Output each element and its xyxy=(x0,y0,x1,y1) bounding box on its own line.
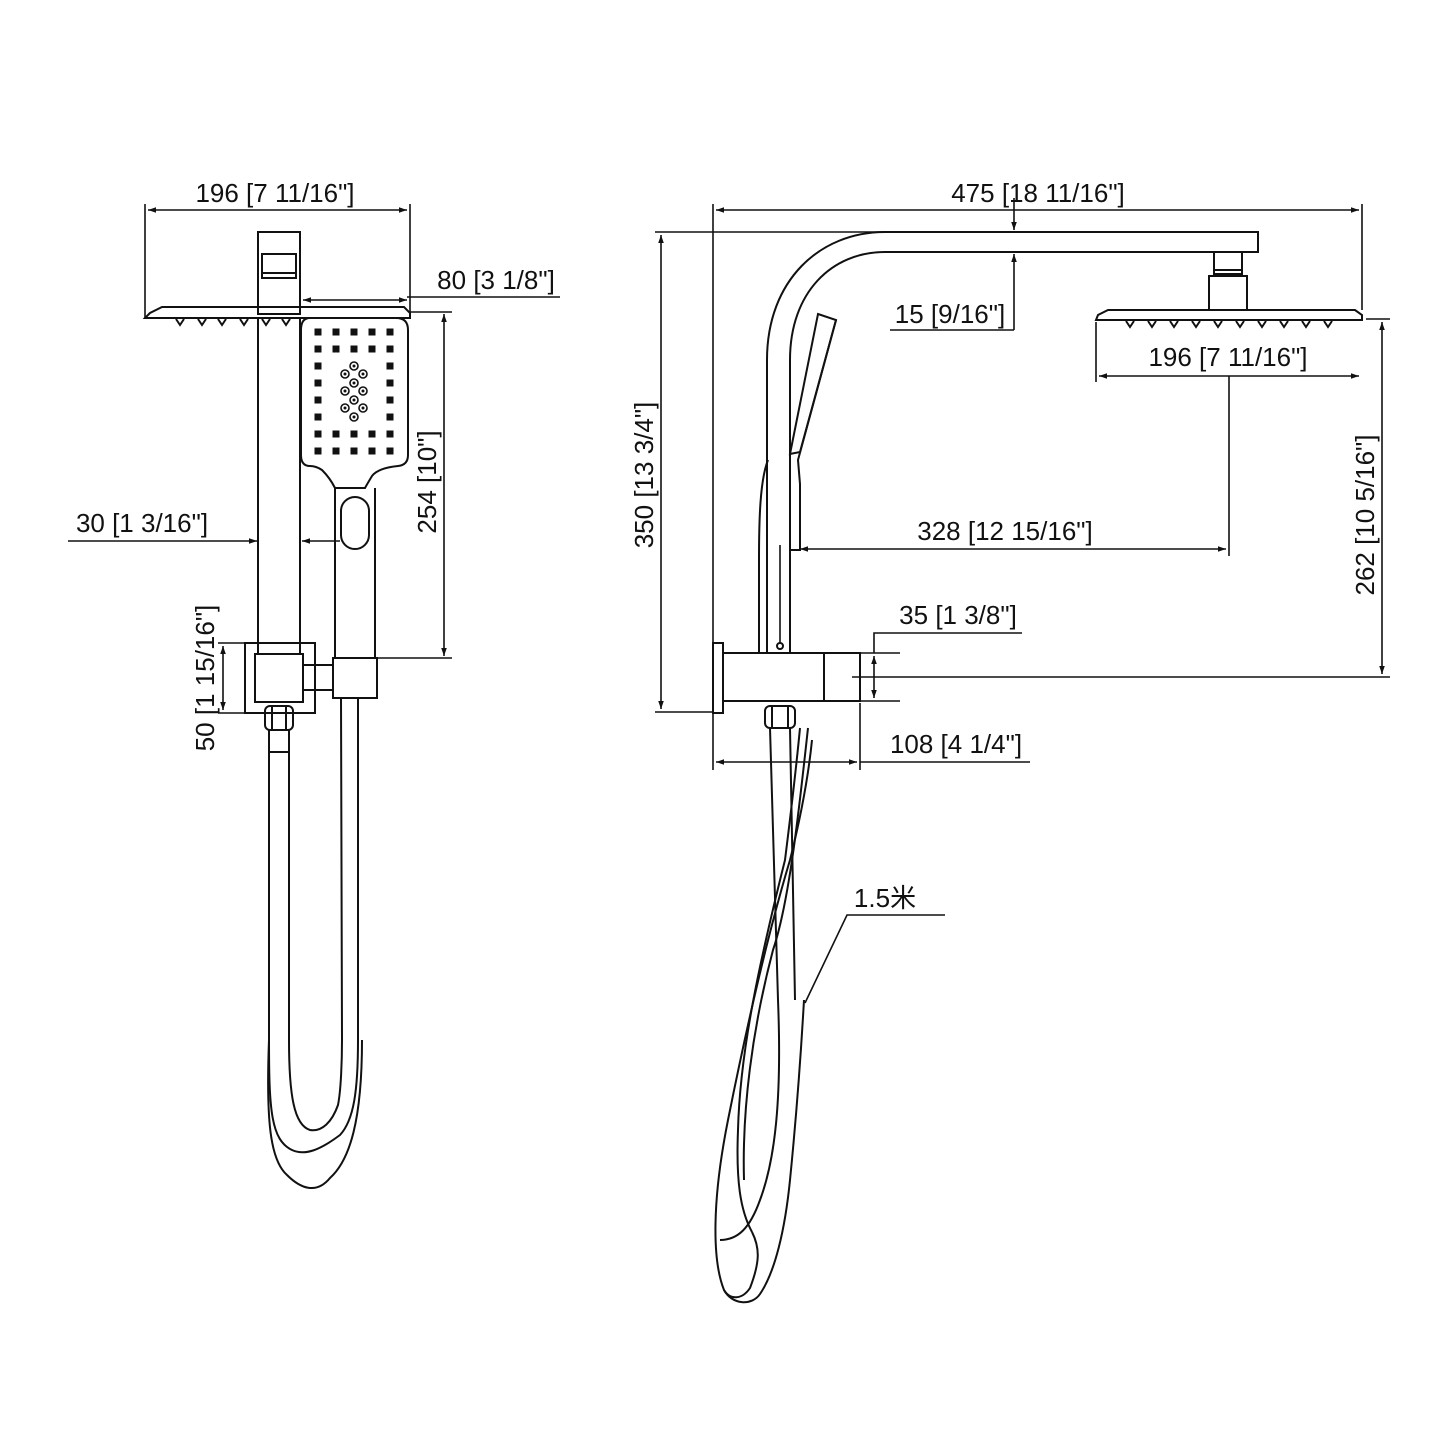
front-view: 196 [7 11/16"] 80 [3 1/8"] 254 [10"] 30 … xyxy=(68,178,560,1189)
dim-handset-width: 80 [3 1/8"] xyxy=(303,265,560,303)
dim-label: 350 [13 3/4"] xyxy=(629,402,659,549)
dim-head-height: 262 [10 5/16"] xyxy=(852,318,1390,678)
side-view: 475 [18 11/16"] 15 [9/16"] 196 [7 11/16"… xyxy=(629,178,1390,1304)
dim-label: 50 [1 15/16"] xyxy=(190,605,220,752)
wall-bracket-front xyxy=(244,642,378,714)
dim-label: 262 [10 5/16"] xyxy=(1350,434,1380,595)
dim-label: 30 [1 3/16"] xyxy=(76,508,208,538)
dim-label: 35 [1 3/8"] xyxy=(899,600,1017,630)
dim-bracket-height-front: 50 [1 15/16"] xyxy=(190,605,245,752)
wall-bracket-side xyxy=(712,642,861,714)
head-connector xyxy=(257,231,301,315)
dim-head-width-side: 196 [7 11/16"] xyxy=(1095,322,1359,382)
dim-label: 15 [9/16"] xyxy=(895,299,1005,329)
dim-handset-length: 254 [10"] xyxy=(378,311,452,659)
dim-arm-thickness: 15 [9/16"] xyxy=(890,198,1017,331)
callout-hose-length: 1.5米 xyxy=(804,883,945,1004)
dim-label: 80 [3 1/8"] xyxy=(437,265,555,295)
dim-label: 196 [7 11/16"] xyxy=(1148,342,1307,372)
dim-rail-offset: 30 [1 3/16"] xyxy=(68,508,340,544)
slide-rail xyxy=(257,318,301,655)
rain-head-side xyxy=(1094,251,1363,329)
hand-shower-front xyxy=(300,317,409,660)
dim-reach: 328 [12 15/16"] xyxy=(800,376,1230,556)
dim-label: 475 [18 11/16"] xyxy=(951,178,1125,208)
dim-bracket-depth: 108 [4 1/4"] xyxy=(712,703,1030,770)
dim-label: 108 [4 1/4"] xyxy=(890,729,1022,759)
dim-label: 328 [12 15/16"] xyxy=(917,516,1093,546)
dim-total-width: 475 [18 11/16"] xyxy=(712,178,1363,643)
spray-nozzles xyxy=(314,328,394,455)
hose-side xyxy=(714,705,813,1304)
dim-total-height: 350 [13 3/4"] xyxy=(629,231,885,713)
hose-front xyxy=(264,697,363,1189)
hand-shower-side xyxy=(758,312,838,658)
hose-length-label: 1.5米 xyxy=(854,883,916,913)
nozzle-row xyxy=(1125,320,1333,329)
dim-label: 196 [7 11/16"] xyxy=(195,178,354,208)
shower-arm xyxy=(766,231,1259,658)
dim-label: 254 [10"] xyxy=(412,430,442,533)
dim-bracket-height-side: 35 [1 3/8"] xyxy=(860,600,1022,702)
dim-head-width-front: 196 [7 11/16"] xyxy=(144,178,411,318)
